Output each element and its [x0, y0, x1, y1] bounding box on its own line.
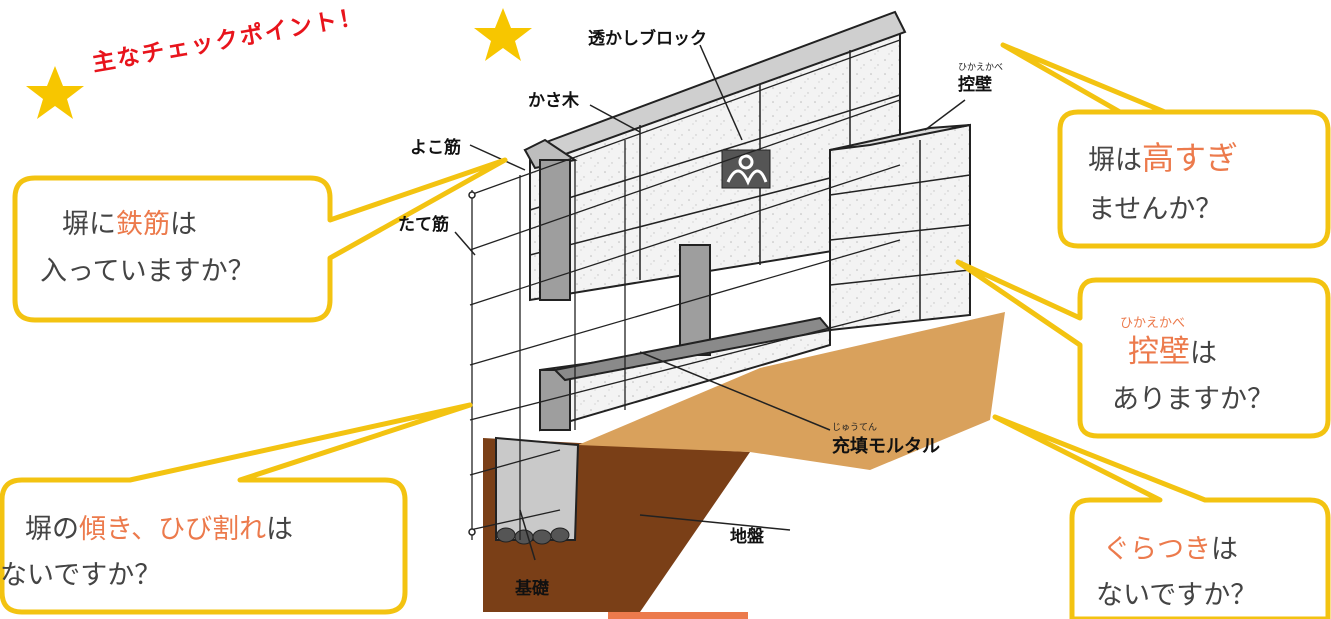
rebar-hooks: [468, 191, 476, 536]
label-tate-kin: たて筋: [398, 215, 449, 235]
ruby-juten: じゅうてん: [832, 423, 878, 433]
buttress-top: [829, 124, 971, 151]
bubble-height-shape: [1000, 42, 1331, 249]
bubble-buttress-text-2: ありますか？: [1112, 384, 1274, 415]
rebar-grid: [469, 39, 901, 540]
label-yoko-kin: よこ筋: [410, 138, 461, 158]
bubble-height-text: 塀は高すぎ: [1088, 139, 1239, 177]
bubble-buttress-text: 控壁は: [1128, 334, 1217, 370]
bubble-tilt-text-2: ないですか？: [0, 560, 162, 591]
bubble-rebar-text-2: 入っていますか？: [40, 256, 255, 287]
ruby-hikaekabe: ひかえかべ: [958, 63, 1004, 73]
label-jiban: 地盤: [730, 527, 764, 547]
buttress-joints: [829, 140, 971, 320]
star-icons: [26, 8, 532, 119]
star-icon-right: [474, 8, 532, 61]
soil-surface: [578, 312, 1005, 470]
bubble-shapes: [0, 42, 1331, 619]
bottom-tab-bar: [608, 612, 748, 619]
bubble-rebar-shape: [12, 157, 508, 323]
bubble-tilt-text: 塀の傾き、ひび割れは: [25, 514, 294, 545]
bubble-wobble-shape: [992, 414, 1331, 619]
label-juten-mortar: 充填モルタル: [832, 436, 940, 457]
foundation: [495, 436, 580, 541]
star-icon-left: [26, 66, 84, 119]
bubble-wobble-text-2: ないですか？: [1096, 580, 1258, 611]
label-kasagi: かさ木: [528, 91, 579, 111]
label-kiso: 基礎: [515, 579, 549, 599]
label-leaders: [454, 44, 966, 561]
bubble-wobble-text: ぐらつきは: [1103, 534, 1238, 565]
bubble-buttress-ruby: ひかえかべ: [1120, 316, 1186, 331]
label-sukashi-block: 透かしブロック: [588, 29, 707, 49]
wall-core-column: [539, 159, 571, 301]
label-hikaekabe: 控壁: [958, 75, 992, 95]
openwork-block-icon: [721, 149, 771, 189]
bubble-height-text-2: ませんか？: [1088, 194, 1223, 225]
bubble-buttress-shape: [955, 259, 1331, 439]
bubble-rebar-text: 塀に鉄筋は: [62, 209, 197, 240]
bubble-tilt-shape: [0, 402, 473, 615]
